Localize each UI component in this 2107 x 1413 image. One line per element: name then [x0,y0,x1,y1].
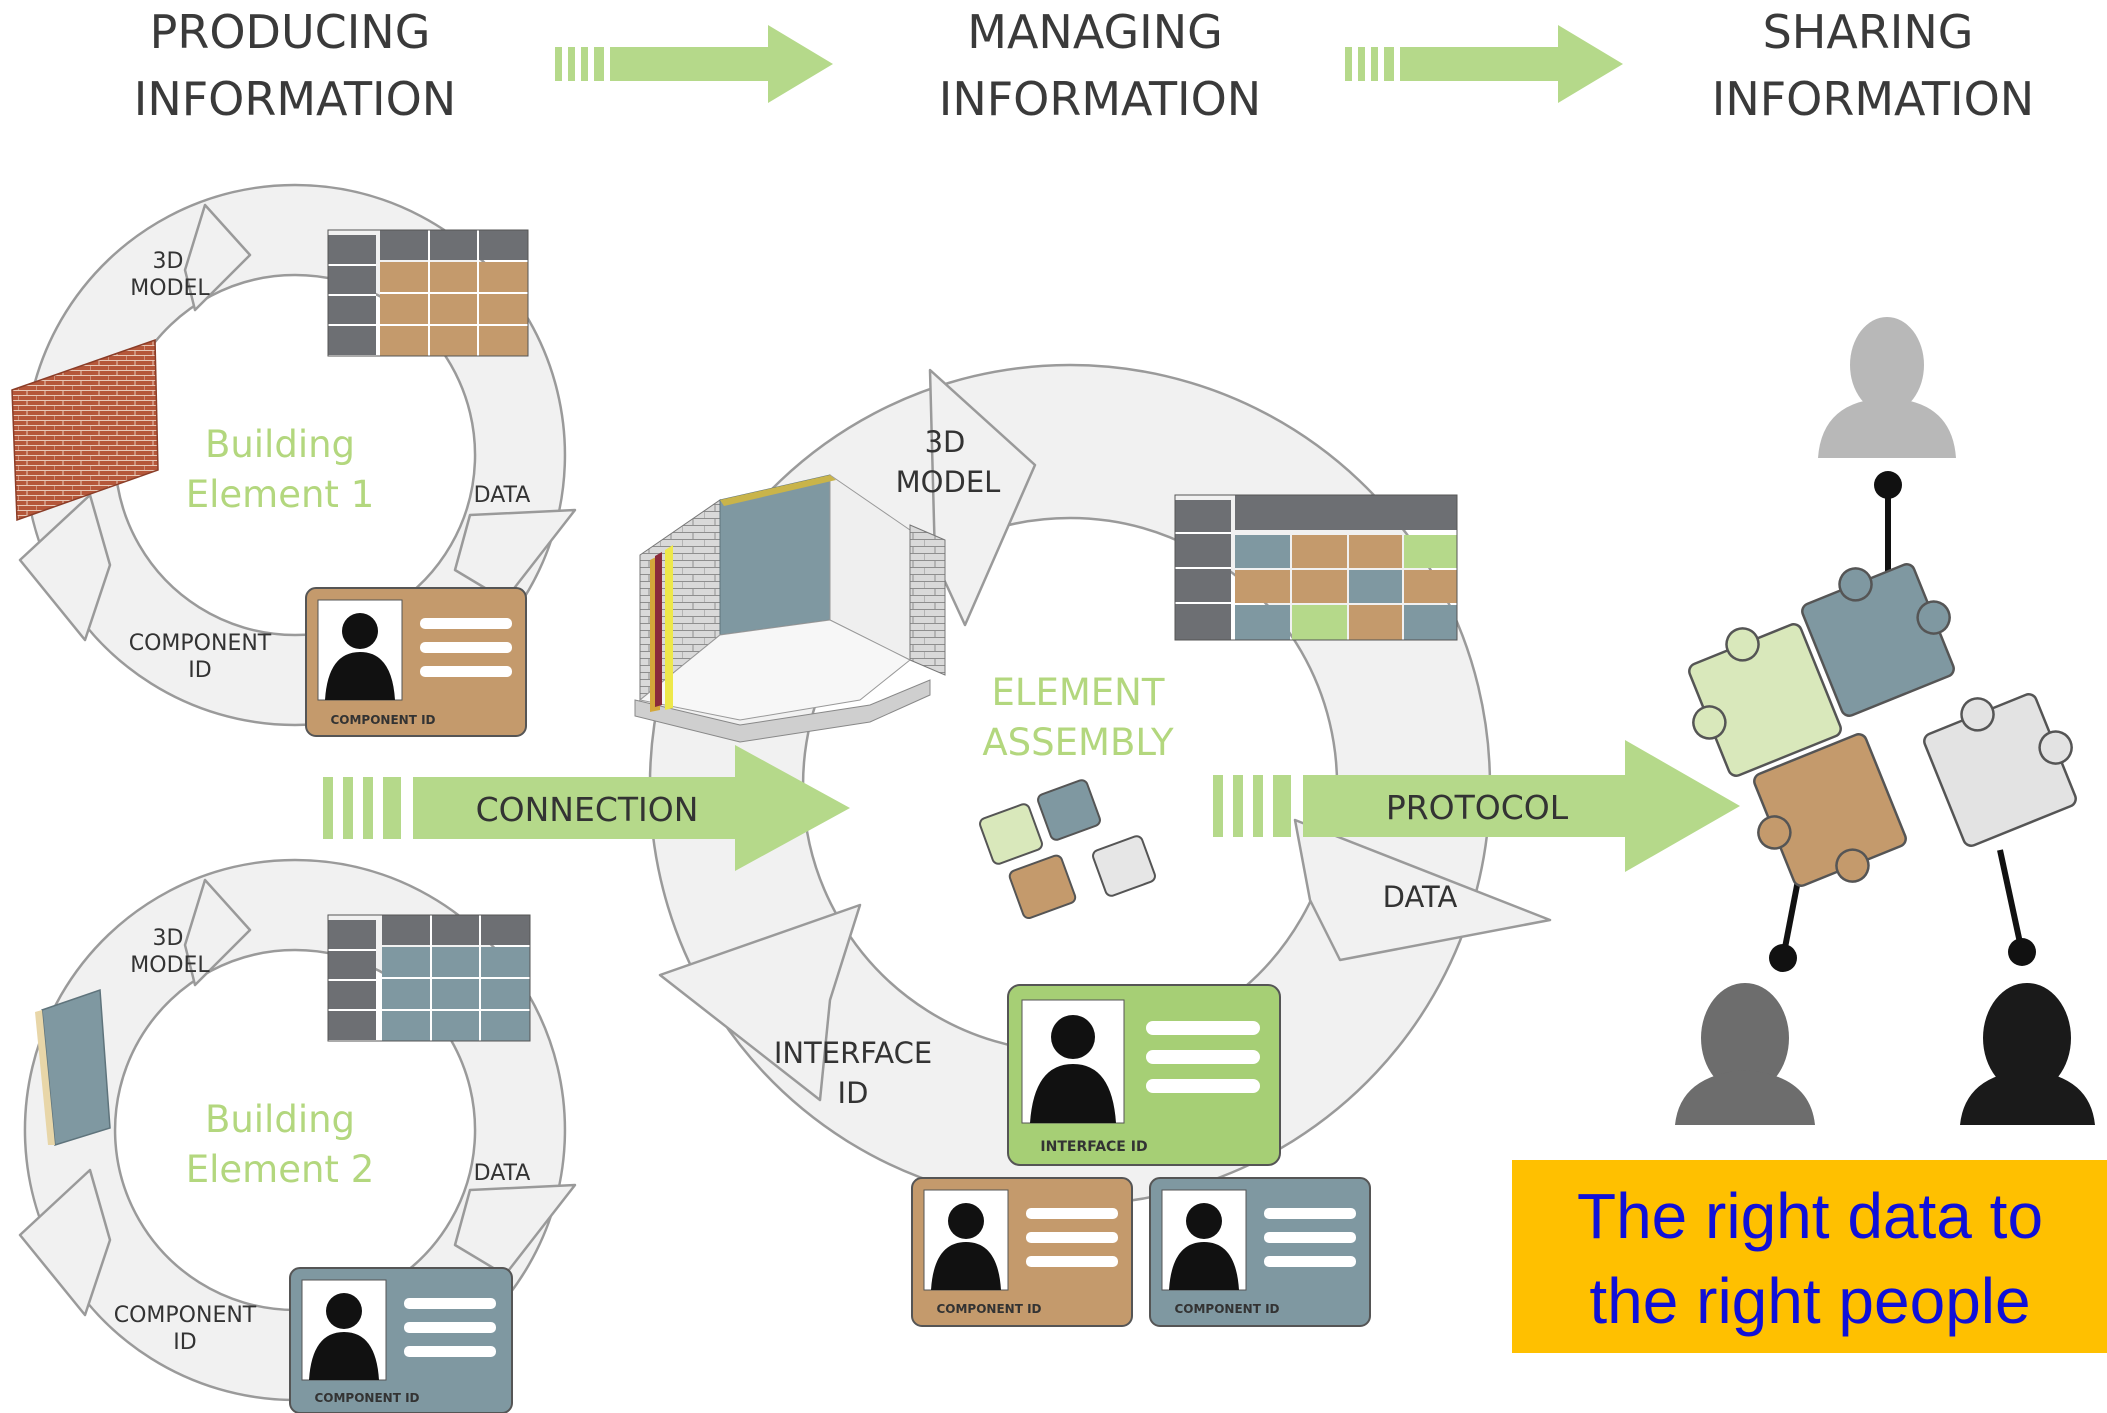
header-managing-line1: MANAGING [967,5,1223,59]
header-producing-line1: PRODUCING [150,5,431,59]
header-producing: PRODUCING INFORMATION [134,5,456,126]
ring2-arrowhead-top [183,878,252,987]
card3-label: COMPONENT ID [936,1302,1041,1316]
protocol-label: PROTOCOL [1386,788,1569,827]
assembly-arrowhead-right [1293,818,1552,962]
callout-line2: the right people [1589,1265,2030,1337]
connection-label: CONNECTION [476,790,699,829]
element2-name-line1: Building [205,1098,355,1141]
assembly-arrowhead-top [928,368,1037,627]
element2-model-line1: 3D [153,926,184,951]
element1-model-line2: MODEL [130,276,210,301]
person-icon-2 [326,1293,362,1329]
element1-model-line1: 3D [153,249,184,274]
assembly-model-line1: 3D [925,425,966,459]
element2-model-line2: MODEL [130,953,210,978]
component-id-card-2: COMPONENT ID [289,1267,513,1413]
card2-label: COMPONENT ID [314,1391,419,1405]
header-managing-line2: INFORMATION [939,72,1261,126]
element2-component-line1: COMPONENT [114,1303,257,1328]
brick-wall-icon [11,338,159,522]
header-sharing: SHARING INFORMATION [1712,5,2034,126]
interface-id-card: INTERFACE ID [1007,984,1281,1166]
component-id-card-3: COMPONENT ID [911,1177,1133,1327]
small-puzzle-icon [979,779,1156,920]
assembly-interface-line2: ID [838,1076,869,1110]
element1-name-line1: Building [205,423,355,466]
person-icon-4 [1186,1203,1222,1239]
element2-name-line2: Element 2 [186,1148,375,1191]
element1-component-line1: COMPONENT [129,631,272,656]
assembly-data-table-icon [1174,494,1458,641]
connection-arrow: CONNECTION [323,745,850,871]
header-producing-line2: INFORMATION [134,72,456,126]
interface-card-label: INTERFACE ID [1040,1139,1147,1155]
cycle-element-assembly: 3D MODEL DATA INTERFACE ID ELEMENT ASSEM… [634,363,1552,1327]
person-icon-3 [948,1203,984,1239]
large-puzzle-icon [1688,563,2077,887]
data-table-icon [327,229,529,357]
header-sharing-line1: SHARING [1763,5,1974,59]
person-bottom-left-icon [1675,983,1815,1125]
element1-component-line2: ID [188,658,211,683]
panel-icon [35,988,111,1146]
element1-data-label: DATA [474,483,531,508]
ring1-arrowhead-top [183,203,252,312]
person-bottom-right-icon [1960,983,2095,1125]
data-table-icon-2 [327,914,531,1042]
protocol-arrow: PROTOCOL [1213,740,1740,872]
card4-label: COMPONENT ID [1174,1302,1279,1316]
people-network [1675,317,2095,1125]
person-icon-interface [1051,1015,1095,1059]
header-arrow-2 [1345,25,1623,103]
assembly-name-line2: ASSEMBLY [982,721,1174,764]
header-arrow-1 [555,25,833,103]
assembly-data-label: DATA [1383,880,1458,914]
cycle-element-1: 3D MODEL DATA COMPONENT ID Building Elem… [11,183,577,737]
element2-data-label: DATA [474,1161,531,1186]
card1-label: COMPONENT ID [330,713,435,727]
header-managing: MANAGING INFORMATION [939,5,1261,126]
ring2-arrowhead-left [18,1168,112,1317]
assembly-name-line1: ELEMENT [992,671,1165,714]
header-sharing-line2: INFORMATION [1712,72,2034,126]
callout-line1: The right data to [1577,1180,2043,1252]
assembly-arrowhead-left [658,903,862,1102]
callout-box: The right data to the right people [1512,1160,2107,1353]
cycle-element-2: 3D MODEL DATA COMPONENT ID Building Elem… [18,858,577,1413]
ring1-arrowhead-left [18,493,112,642]
element2-component-line2: ID [173,1330,196,1355]
component-id-card-4: COMPONENT ID [1149,1177,1371,1327]
person-icon [342,613,378,649]
element1-name-line2: Element 1 [186,473,375,516]
person-top-icon [1818,317,1956,458]
assembly-interface-line1: INTERFACE [774,1036,932,1070]
assembly-model-line2: MODEL [896,465,1001,499]
room-model-icon [634,474,946,743]
component-id-card-1: COMPONENT ID [305,587,527,737]
